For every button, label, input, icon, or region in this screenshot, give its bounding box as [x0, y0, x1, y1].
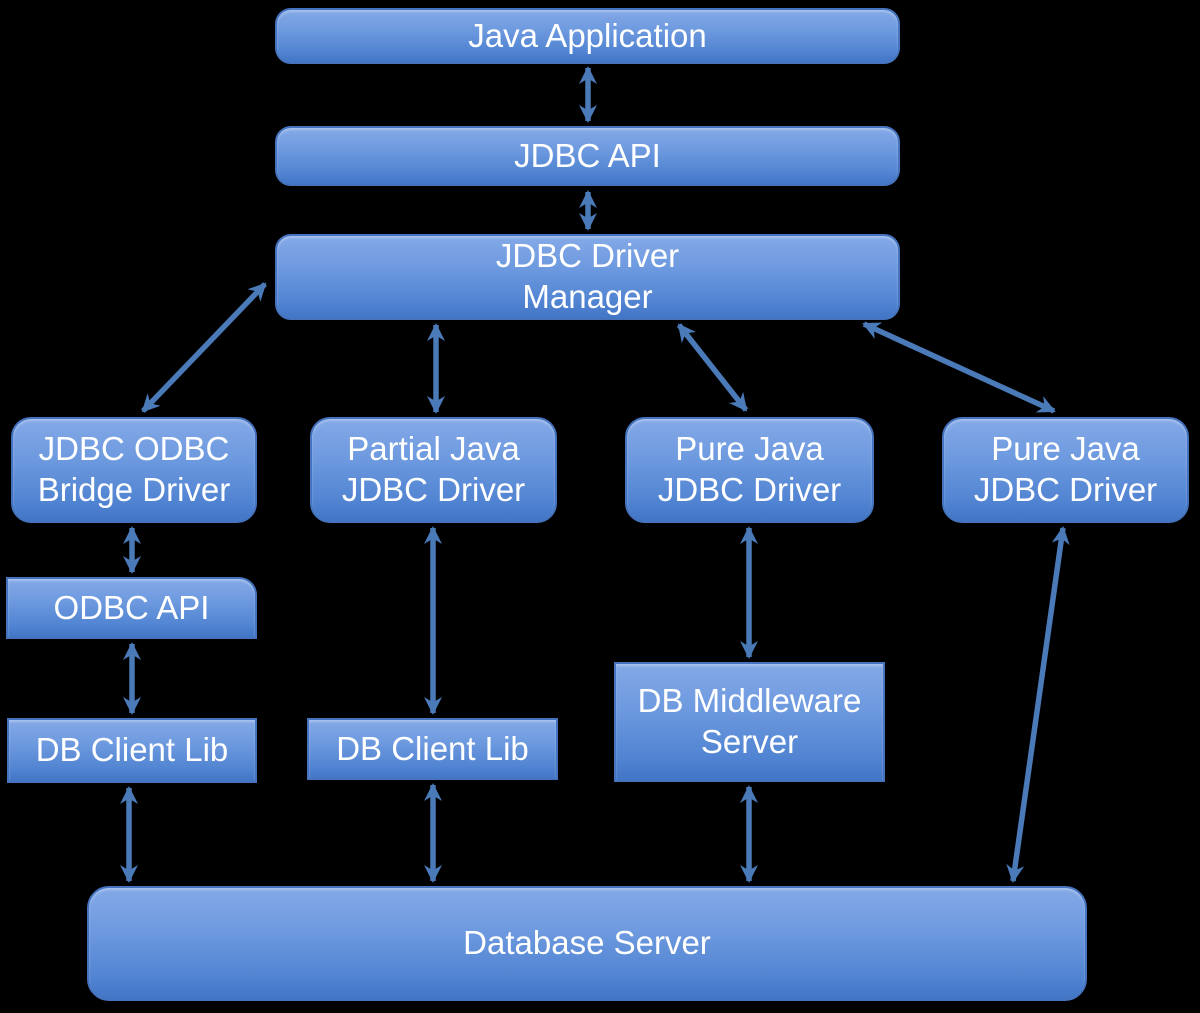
edge-driver-manager-pure-java-2	[862, 321, 1056, 414]
node-db-client-lib-2-label: DB Client Lib	[336, 729, 529, 767]
edge-driver-manager-pure-java-1	[676, 323, 749, 412]
edge-driver-manager-jdbc-odbc-bridge	[141, 282, 267, 413]
node-jdbc-api: JDBC API	[275, 126, 900, 186]
node-odbc-api: ODBC API	[6, 577, 257, 639]
node-pure-java-jdbc-driver-2: Pure Java JDBC Driver	[942, 417, 1189, 523]
node-jdbc-driver-manager-label: JDBC Driver Manager	[495, 237, 680, 315]
node-db-middleware-server-label: DB Middleware Server	[637, 682, 862, 760]
edge-pure-java-2-database-server	[1006, 526, 1070, 883]
node-database-server-label: Database Server	[463, 924, 711, 962]
node-partial-java-jdbc-driver: Partial Java JDBC Driver	[310, 417, 557, 523]
node-db-middleware-server: DB Middleware Server	[614, 662, 885, 782]
node-odbc-api-label: ODBC API	[53, 588, 210, 626]
node-jdbc-driver-manager: JDBC Driver Manager	[275, 234, 900, 320]
node-partial-java-jdbc-driver-label: Partial Java JDBC Driver	[341, 430, 526, 508]
node-jdbc-odbc-bridge-driver-label: JDBC ODBC Bridge Driver	[37, 430, 231, 508]
node-pure-java-jdbc-driver-1-label: Pure Java JDBC Driver	[657, 430, 842, 508]
node-java-application: Java Application	[275, 8, 900, 64]
node-db-client-lib-1-label: DB Client Lib	[35, 731, 229, 769]
node-java-application-label: Java Application	[468, 16, 707, 54]
node-pure-java-jdbc-driver-1: Pure Java JDBC Driver	[625, 417, 874, 523]
node-jdbc-odbc-bridge-driver: JDBC ODBC Bridge Driver	[11, 417, 257, 523]
node-jdbc-api-label: JDBC API	[514, 136, 661, 174]
node-database-server: Database Server	[87, 886, 1087, 1001]
node-db-client-lib-2: DB Client Lib	[307, 718, 558, 780]
node-db-client-lib-1: DB Client Lib	[7, 718, 257, 783]
node-pure-java-jdbc-driver-2-label: Pure Java JDBC Driver	[973, 430, 1158, 508]
